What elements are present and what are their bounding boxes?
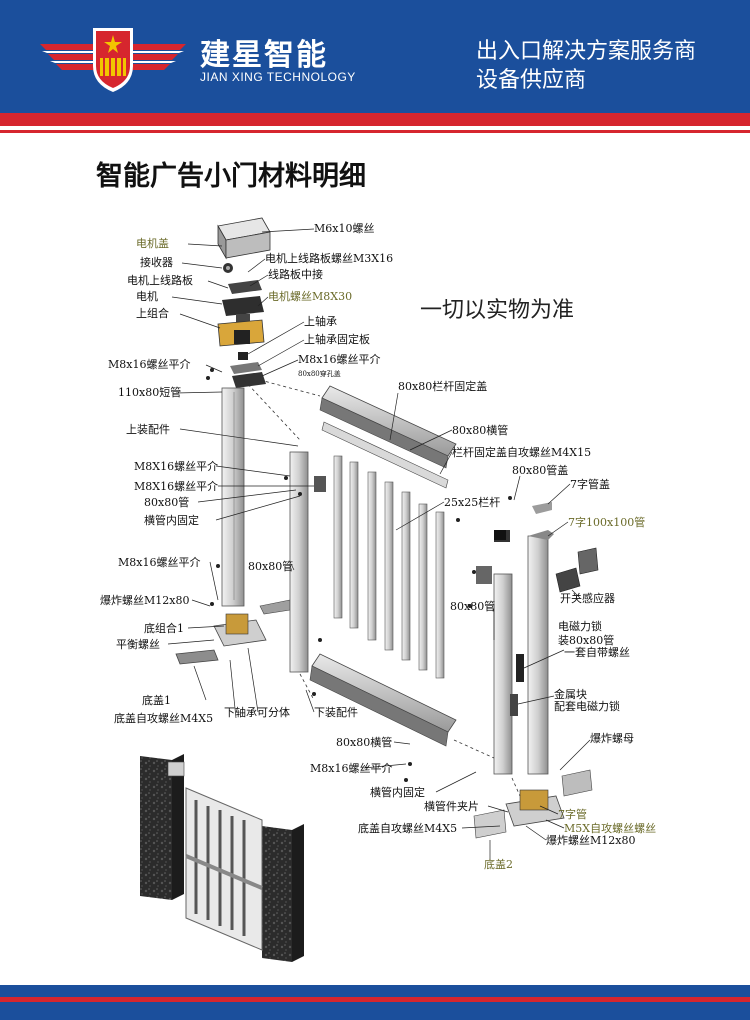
label-bottom-cover-2: 底盖2 [484, 858, 513, 871]
tagline-2: 设备供应商 [476, 68, 587, 93]
footer-red-stripe [0, 997, 750, 1002]
label-seven-pipe: 7字管 [558, 808, 587, 821]
bottom-assembly-1-icon [213, 613, 267, 647]
header-red-stripe-thin [0, 130, 750, 133]
right-fixing-icon [476, 566, 492, 584]
upper-assembly-icon [217, 319, 265, 347]
label-explosion-screw-1: 爆炸螺丝M12x80 [100, 594, 190, 607]
assembled-gate-thumbnail-icon [140, 754, 304, 962]
brand-name-en: JIAN XING TECHNOLOGY [200, 70, 356, 84]
footer-blue-band [0, 985, 750, 997]
label-baluster: 25x25栏杆 [444, 496, 501, 509]
label-pipe-cap: 80x80管盖 [512, 464, 569, 477]
label-motor-board: 电机上线路板 [127, 274, 193, 287]
label-80x80-pipe-3: 80x80管 [450, 600, 496, 613]
label-mount-pipe: 装80x80管 [558, 634, 615, 647]
receiver-icon [223, 263, 233, 273]
label-hole-cover: 80x80穿孔盖 [298, 370, 341, 378]
label-cover-screw-1: 底盖自攻螺丝M4X5 [114, 712, 214, 725]
upper-bearing-icon [238, 352, 248, 360]
seven-shape-post-icon [527, 535, 549, 775]
bottom-assembly-2-icon [505, 789, 565, 827]
brand-name-cn: 建星智能 [200, 38, 328, 73]
label-switch-sensor: 开关感应器 [560, 592, 615, 605]
label-upper-bearing: 上轴承 [304, 315, 337, 328]
header-red-stripe [0, 113, 750, 126]
label-metal-block: 金属块 [554, 688, 587, 701]
header-white-stripe [0, 126, 750, 130]
label-cover-screw-2: 底盖自攻螺丝M4X5 [358, 822, 458, 835]
company-logo-icon [40, 28, 186, 92]
label-80x80-pipe-2: 80x80管 [248, 560, 294, 573]
top-rail-80x80-icon [319, 385, 457, 469]
post-110x80-icon [221, 387, 245, 607]
label-m8x16-washer-5: M8x16螺丝平介 [118, 556, 201, 569]
bracket-icon [259, 599, 291, 615]
label-short-pipe: 110x80短管 [118, 386, 182, 399]
label-motor-cover: 电机盖 [136, 237, 169, 250]
label-m6x10-screw: M6x10螺丝 [314, 222, 375, 235]
label-magnetic-lock: 电磁力锁 [558, 620, 602, 633]
baluster-25x25-icons [333, 455, 445, 679]
seven-cap-icon [532, 502, 552, 514]
right-post-80x80-icon [493, 573, 513, 775]
label-upper-fitting: 上装配件 [126, 423, 170, 436]
bottom-cover-1-icon [175, 649, 219, 665]
hole-cover-icon [232, 372, 266, 388]
bearing-plate-icon [230, 362, 262, 374]
label-m8x16-washer-4: M8X16螺丝平介 [134, 480, 219, 493]
label-m8x16-washer-6: M8x16螺丝平介 [310, 762, 393, 775]
label-receiver: 接收器 [140, 256, 173, 269]
label-balance-screw: 平衡螺丝 [116, 638, 160, 651]
label-seven-cap: 7字管盖 [570, 478, 610, 491]
label-rail-cover-screw: 栏杆固定盖自攻螺丝M4X15 [452, 446, 592, 459]
label-m8x16-washer-2: M8x16螺丝平介 [298, 353, 381, 366]
inner-fixing-icon [314, 476, 326, 492]
label-lock-kit: 配套电磁力锁 [554, 700, 620, 713]
label-explosion-nut: 爆炸螺母 [590, 732, 634, 745]
label-bottom-cover-1: 底盖1 [142, 694, 171, 707]
label-m5-screw: M5X自攻螺丝螺丝 [564, 822, 657, 835]
label-rail-cover: 80x80栏杆固定盖 [398, 380, 488, 393]
footer-blue-bar [0, 1002, 750, 1020]
label-bearing-plate: 上轴承固定板 [304, 333, 370, 346]
motor-icon [222, 296, 264, 324]
screw-icons [206, 368, 512, 782]
page-title: 智能广告小门材料明细 [96, 161, 366, 192]
label-lower-fitting: 下装配件 [314, 706, 358, 719]
switch-sensor-icon [555, 567, 581, 593]
bottom-rail-80x80-icon [309, 653, 457, 747]
label-upper-assembly: 上组合 [136, 307, 169, 320]
label-m8x16-washer-1: M8x16螺丝平介 [108, 358, 191, 371]
label-seven-post: 7字100x100管 [568, 516, 646, 529]
label-bottom-assembly-1: 底组合1 [144, 622, 184, 635]
magnetic-lock-icon [516, 654, 524, 682]
label-explosion-screw-2: 爆炸螺丝M12x80 [546, 834, 636, 847]
label-lower-bearing: 下轴承可分体 [224, 706, 290, 719]
explosion-nut-icon [561, 769, 593, 797]
tagline-1: 出入口解决方案服务商 [476, 39, 697, 64]
label-motor: 电机 [136, 290, 158, 303]
motor-cover-icon [217, 217, 271, 260]
bottom-cover-2-icon [473, 809, 507, 839]
metal-block-icon [510, 694, 518, 716]
label-m8x16-washer-3: M8X16螺丝平介 [134, 460, 219, 473]
gate-post-80x80-icon [289, 451, 309, 673]
label-top-rail: 80x80横管 [452, 424, 509, 437]
label-screw-set: 一套自带螺丝 [564, 646, 630, 659]
label-board-screw: 电机上线路板螺丝M3X16 [265, 252, 394, 265]
label-board-connector: 线路板中接 [268, 268, 323, 281]
label-inner-fixing-2: 横管内固定 [370, 786, 425, 799]
label-motor-screw: 电机螺丝M8X30 [268, 290, 353, 303]
label-inner-fixing-1: 横管内固定 [144, 514, 199, 527]
disclaimer-note: 一切以实物为准 [420, 298, 575, 323]
rail-fix-cover-icon [321, 421, 449, 489]
label-bottom-rail: 80x80横管 [336, 736, 393, 749]
label-clip: 横管件夹片 [424, 800, 479, 813]
label-80x80-pipe-1: 80x80管 [144, 496, 190, 509]
